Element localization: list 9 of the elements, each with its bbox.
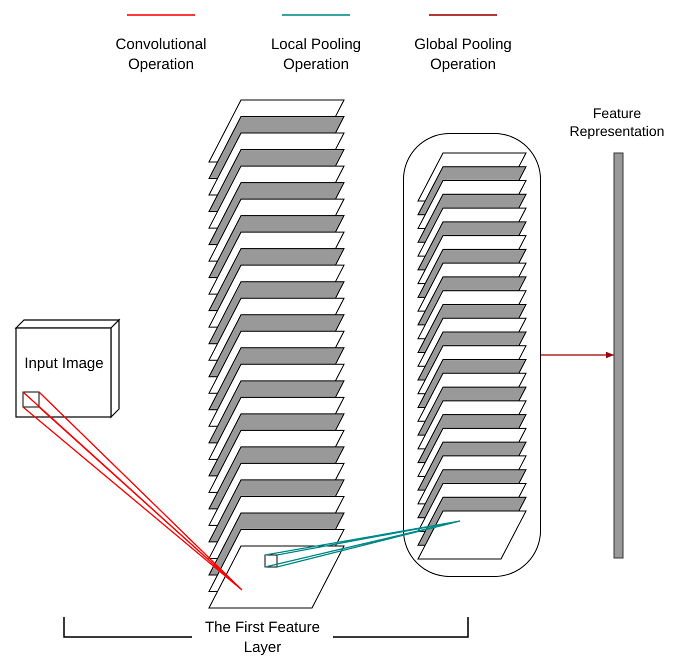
projection-lines — [22, 391, 243, 591]
legend-text: Local Pooling Operation — [270, 35, 362, 76]
legend-text: Global Pooling Operation — [413, 35, 513, 76]
node-label: Input Image — [23, 354, 105, 374]
legend-text: Convolutional Operation — [114, 35, 208, 76]
projection-lines — [264, 520, 461, 568]
bar-heading: Feature Representation — [568, 104, 666, 140]
arrow — [541, 352, 614, 358]
layer-caption: The First Feature Layer — [204, 618, 322, 657]
